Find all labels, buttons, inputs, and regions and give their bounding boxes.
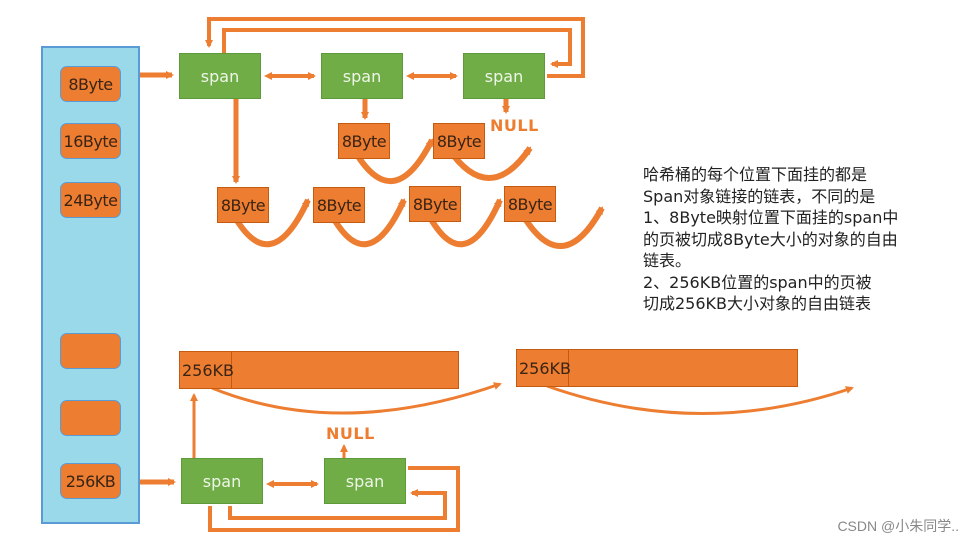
span-label: span — [342, 66, 382, 86]
arrow-free-list-next — [424, 198, 503, 247]
hash-bucket-array — [41, 46, 140, 524]
span-node: span — [324, 458, 406, 504]
free-object: 8Byte — [217, 187, 269, 223]
span-label: span — [200, 66, 240, 86]
arrow-circular-prev — [222, 28, 572, 68]
object-label: 8Byte — [507, 194, 553, 214]
note-line: 链表。 — [643, 251, 692, 270]
free-object: 8Byte — [338, 123, 390, 159]
free-object: 8Byte — [504, 186, 556, 222]
object-label: 8Byte — [341, 131, 387, 151]
watermark: CSDN @小朱同学.. — [837, 518, 959, 534]
span-label: span — [484, 66, 524, 86]
bucket-label: 8Byte — [68, 74, 113, 94]
arrow-free-list-next — [350, 138, 435, 184]
page-256kb: 256KB — [179, 351, 459, 389]
note-line: 哈希桶的每个位置下面挂的都是 — [643, 165, 868, 184]
arrow-free-list-next — [327, 198, 407, 247]
span-label: span — [345, 471, 385, 491]
arrow-free-list-next — [211, 382, 502, 415]
arrow-free-list-next — [518, 206, 605, 249]
span-node: span — [463, 53, 545, 99]
span-node: span — [181, 458, 263, 504]
bucket-empty — [60, 333, 121, 369]
bucket-256kb: 256KB — [60, 463, 121, 499]
free-object: 8Byte — [409, 186, 461, 222]
note-line: 切成256KB大小对象的自由链表 — [643, 294, 872, 313]
span-node: span — [179, 53, 261, 99]
explanation-note: 哈希桶的每个位置下面挂的都是 Span对象链接的链表，不同的是 1、8Byte映… — [643, 164, 963, 315]
bucket-label: 16Byte — [63, 131, 118, 151]
free-object: 8Byte — [433, 123, 485, 159]
span-label: span — [202, 471, 242, 491]
object-label: 8Byte — [412, 194, 458, 214]
object-label: 8Byte — [220, 195, 266, 215]
bucket-16byte: 16Byte — [60, 123, 121, 159]
page-object-cell: 256KB — [517, 350, 571, 386]
bucket-24byte: 24Byte — [60, 182, 121, 218]
null-label: NULL — [326, 424, 375, 443]
page-256kb: 256KB — [516, 349, 798, 387]
span-node: span — [321, 53, 403, 99]
bucket-8byte: 8Byte — [60, 66, 121, 102]
null-label: NULL — [490, 116, 539, 135]
arrow-free-list-next — [546, 384, 854, 415]
object-label: 8Byte — [316, 195, 362, 215]
note-line: Span对象链接的链表，不同的是 — [643, 186, 876, 206]
note-line: 的页被切成8Byte大小的对象的自由 — [643, 229, 898, 249]
note-line: 2、256KB位置的span中的页被 — [643, 272, 872, 292]
note-line: 1、8Byte映射位置下面挂的span中 — [643, 208, 899, 227]
arrow-free-list-next — [229, 198, 311, 247]
free-object: 8Byte — [313, 187, 365, 223]
arrow-free-list-next — [445, 146, 533, 181]
object-label: 8Byte — [436, 131, 482, 151]
page-object-cell: 256KB — [180, 352, 234, 388]
bucket-label: 24Byte — [63, 190, 118, 210]
arrow-circular-next — [208, 466, 460, 532]
bucket-label: 256KB — [65, 471, 116, 491]
bucket-empty — [60, 400, 121, 436]
arrow-circular-prev — [228, 489, 447, 520]
